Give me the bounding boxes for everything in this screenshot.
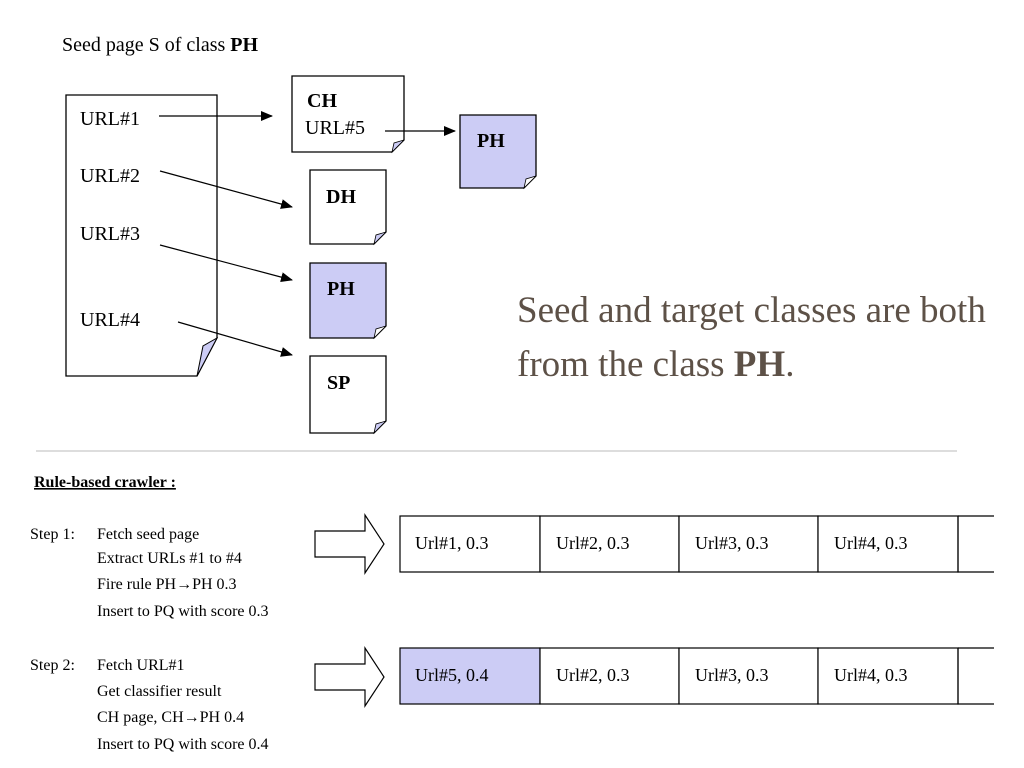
queue-cell [678,515,819,573]
seed-caption: Seed page S of class PH [62,34,259,56]
step-1-label: Step 1: [30,526,75,543]
dh-page-label: DH [326,186,356,208]
queue-cell-open [957,515,994,573]
queue-cell [817,647,959,705]
ph-linked-page-label: PH [477,130,505,152]
queue-cell-text: Url#1, 0.3 [415,533,489,553]
step-2-line-3: CH page, CH→PH 0.4 [97,709,244,726]
queue-cell-open [957,647,994,705]
queue-cell-highlight [399,647,541,705]
sp-page-label: SP [327,372,350,394]
step-1-line-4: Insert to PQ with score 0.3 [97,603,269,620]
ph-page: PH [309,262,387,340]
step-1-line-2: Extract URLs #1 to #4 [97,550,242,567]
arrow-url4-to-sp [177,321,293,357]
ph-page-label: PH [327,278,355,300]
sp-page: SP [309,355,387,435]
step-2-line-1: Fetch URL#1 [97,657,185,674]
ph-linked-page: PH [459,114,537,190]
step-2-line-2: Get classifier result [97,683,222,700]
step-2-label: Step 2: [30,657,75,674]
seed-url-2: URL#2 [80,165,140,187]
ch-page-label: CH [307,90,337,112]
step-1: Step 1: Fetch seed page Extract URLs #1 … [30,512,994,620]
step-1-line-3: Fire rule PH→PH 0.3 [97,576,237,593]
queue-cell [539,515,680,573]
queue-cell-text: Url#2, 0.3 [556,665,630,685]
queue-cell [399,515,541,573]
queue-cell-text: Url#5, 0.4 [415,665,489,685]
note-text: Seed and target classes are both from th… [517,290,986,385]
arrow-url2-to-dh [159,170,293,209]
ch-page-url: URL#5 [305,117,365,139]
section-title: Rule-based crawler : [34,474,176,491]
queue-cell [678,647,819,705]
step-1-block-arrow [314,512,385,576]
note-class: PH [733,344,786,385]
seed-url-3: URL#3 [80,223,140,245]
step-1-queue: Url#1, 0.3 Url#2, 0.3 Url#3, 0.3 Url#4, … [399,515,994,573]
step-2-block-arrow [314,645,385,709]
seed-page: URL#1 URL#2 URL#3 URL#4 [65,94,219,377]
seed-page-fold [196,336,219,377]
arrow-url3-to-ph [159,244,293,283]
step-1-line-1: Fetch seed page [97,526,199,543]
queue-cell-text: Url#2, 0.3 [556,533,630,553]
step-2-line-4: Insert to PQ with score 0.4 [97,736,269,753]
queue-cell-text: Url#3, 0.3 [695,533,769,553]
step-2: Step 2: Fetch URL#1 Get classifier resul… [30,645,994,753]
seed-url-1: URL#1 [80,108,140,130]
queue-cell-text: Url#4, 0.3 [834,533,908,553]
ch-page: CH URL#5 [291,75,405,154]
queue-cell-text: Url#3, 0.3 [695,665,769,685]
dh-page: DH [309,169,387,246]
step-2-queue: Url#5, 0.4 Url#2, 0.3 Url#3, 0.3 Url#4, … [399,647,994,705]
seed-url-4: URL#4 [80,309,140,331]
queue-cell-text: Url#4, 0.3 [834,665,908,685]
